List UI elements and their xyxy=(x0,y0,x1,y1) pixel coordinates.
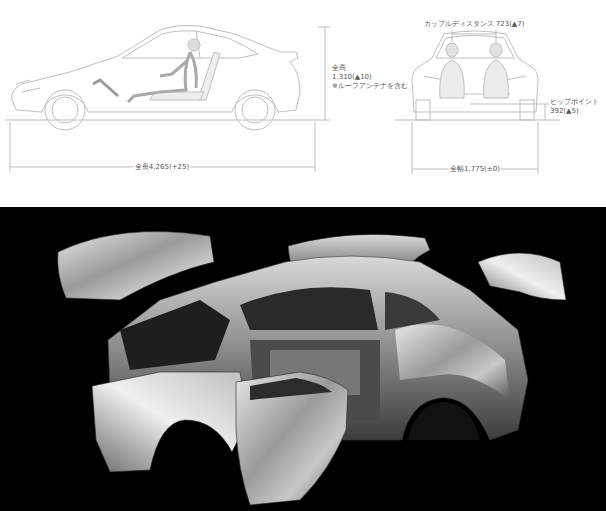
dimension-label: ヒップポイント xyxy=(549,98,600,106)
front-view xyxy=(395,30,560,174)
dimension-label: 392(▲5) xyxy=(549,107,580,115)
dimension-label: 全長4,265(+25) xyxy=(134,163,190,171)
dimension-label: ※ルーフアンテナを含む xyxy=(331,82,409,90)
dimension-label: 全幅1,775(±0) xyxy=(449,165,501,173)
dimension-label: カップルディスタンス 723(▲7) xyxy=(423,20,526,28)
dimension-label: 1,310(▲10) xyxy=(331,73,373,81)
body-shell xyxy=(58,232,566,505)
side-view xyxy=(5,26,330,173)
dimension-label: 全高 xyxy=(331,64,347,72)
